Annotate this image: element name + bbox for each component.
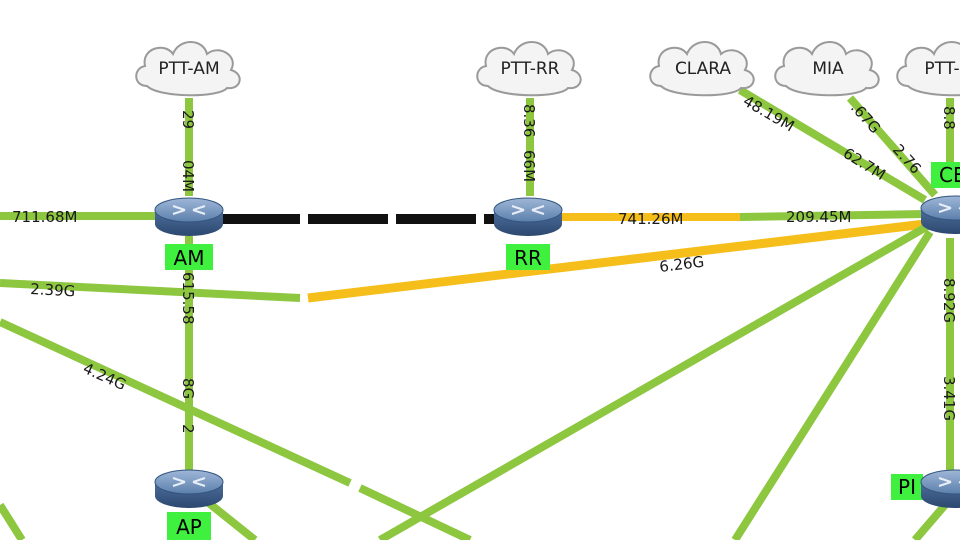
link-diag-424[interactable] <box>0 318 352 487</box>
cloud-mia[interactable]: MIA <box>774 41 880 97</box>
link-mia-ce[interactable] <box>846 95 939 198</box>
cloud-label: PTT- <box>924 59 959 79</box>
link-labels: 711.68M 741.26M 209.45M 6.26G 2.39G 4.24… <box>12 92 958 434</box>
link-left-239[interactable] <box>0 279 301 302</box>
link-ce-544[interactable] <box>731 229 934 540</box>
label-ce-pi-b: 3.41G <box>940 376 958 421</box>
cloud-label: PTT-AM <box>158 59 219 79</box>
link-clara-ce[interactable] <box>737 86 928 204</box>
router-icon <box>154 469 224 508</box>
label-am-ptt-bot: 04M <box>179 160 197 192</box>
router-label: PI <box>898 475 916 499</box>
link-ap-down[interactable] <box>202 496 258 540</box>
cloud-label: CLARA <box>675 59 731 79</box>
router-ce[interactable]: CE <box>920 162 960 234</box>
label-ce-62: 62.7M <box>840 144 889 184</box>
cloud-ptt-rr[interactable]: PTT-RR <box>476 41 582 97</box>
label-rr-ptt: 66M <box>520 150 538 182</box>
cloud-ptt-ce[interactable]: PTT- <box>896 41 960 97</box>
label-rr-ptt-b: 8.36 <box>520 104 538 137</box>
router-rr[interactable]: RR <box>493 197 563 270</box>
links <box>0 86 954 540</box>
cloud-clara[interactable]: CLARA <box>649 41 755 97</box>
label-left-239: 2.39G <box>30 280 76 300</box>
router-label: RR <box>514 246 542 270</box>
clouds: PTT-AM PTT-RR CLARA MIA PTT- <box>135 41 960 97</box>
link-yellow-long[interactable] <box>307 219 926 303</box>
label-ce-ptt: 8.8 <box>940 106 958 130</box>
cloud-label: MIA <box>812 59 844 79</box>
label-rr-ce-ce: 209.45M <box>786 208 851 226</box>
label-am-left: 711.68M <box>12 208 77 226</box>
router-icon <box>920 195 960 234</box>
router-icon <box>493 197 563 236</box>
link-pi-down[interactable] <box>911 502 949 540</box>
label-am-ptt-top: 29 <box>179 110 197 129</box>
router-ap[interactable]: AP <box>154 469 224 540</box>
label-am-ap-bot: 8G <box>179 378 197 399</box>
link-diag-424-b[interactable] <box>358 484 472 540</box>
link-left-bottom[interactable] <box>0 502 26 540</box>
cloud-label: PTT-RR <box>501 59 560 79</box>
label-am-ap-small: 2 <box>179 424 197 434</box>
cloud-ptt-am[interactable]: PTT-AM <box>135 41 241 97</box>
router-pi[interactable]: PI <box>891 469 960 508</box>
label-clara-ce: 48.19M <box>740 92 797 136</box>
router-label: AP <box>176 515 202 539</box>
label-rr-ce-rr: 741.26M <box>618 210 683 228</box>
router-label: AM <box>174 246 205 270</box>
router-am[interactable]: AM <box>154 197 224 270</box>
link-rr-ce-ce-side[interactable] <box>739 210 926 221</box>
label-yellow-long: 6.26G <box>658 253 705 276</box>
router-label: CE <box>939 163 960 187</box>
router-icon <box>920 469 960 508</box>
label-am-ap-top: 615.58 <box>179 272 197 325</box>
routers: AM RR CE <box>154 162 960 540</box>
label-diag-424: 4.24G <box>80 359 128 394</box>
link-ce-883[interactable] <box>378 222 930 540</box>
router-icon <box>154 197 224 236</box>
label-ce-pi-a: 8.92G <box>940 278 958 323</box>
